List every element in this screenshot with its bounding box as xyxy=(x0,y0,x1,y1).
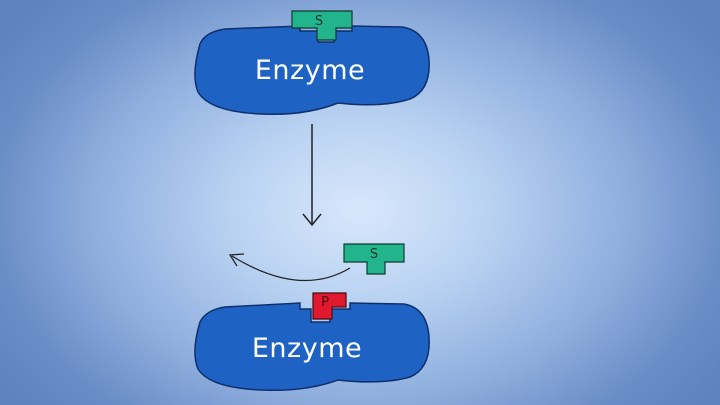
substrate-released-label: S xyxy=(370,247,378,262)
release-arrow-head xyxy=(230,254,244,266)
enzyme-bottom: Enzyme xyxy=(195,303,429,390)
substrate-released: S xyxy=(344,244,404,274)
enzyme-top-label: Enzyme xyxy=(255,55,365,86)
product-label: P xyxy=(321,295,329,310)
release-arrow-curve xyxy=(232,256,350,281)
enzyme-top: Enzyme xyxy=(195,26,429,114)
release-arrow xyxy=(230,254,350,281)
reaction-arrow xyxy=(303,124,321,225)
substrate-top-label: S xyxy=(315,14,323,29)
enzyme-bottom-label: Enzyme xyxy=(252,333,362,364)
